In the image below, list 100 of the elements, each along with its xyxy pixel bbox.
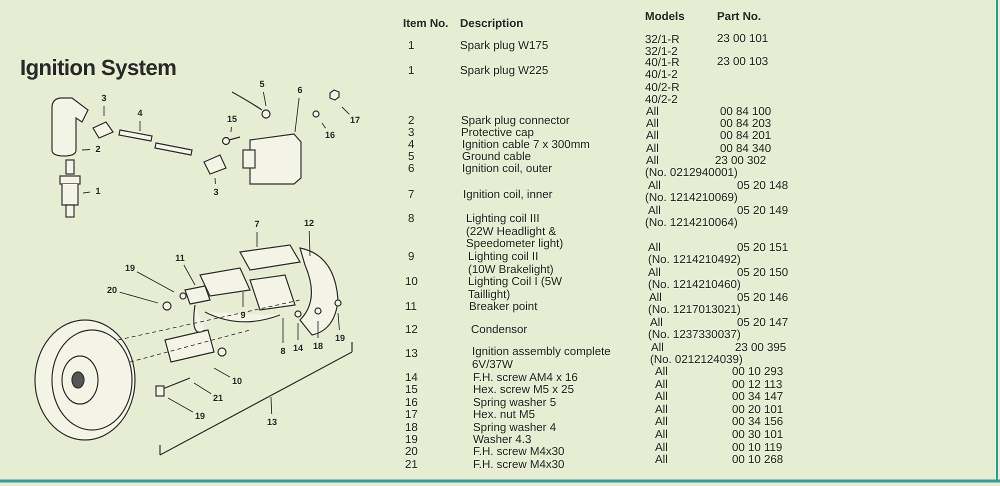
table-cell-text: All (648, 242, 661, 254)
table-cell-text: 00 84 100 (720, 106, 772, 118)
table-cell-text: (No. 1214210460) (648, 279, 741, 292)
table-cell-text: 00 10 119 (732, 442, 782, 454)
table-cell-text: (No. 0212124039) (650, 354, 743, 366)
table-cell-text: 6 (408, 163, 414, 176)
leader-line (230, 126, 232, 132)
table-cell-text: All (655, 429, 668, 442)
table-cell-text: 00 84 203 (720, 118, 772, 130)
table-cell-text: All (648, 267, 661, 280)
table-cell-text: 15 (405, 384, 418, 397)
callout-number: 7 (254, 219, 260, 229)
column-header: Part No. (717, 11, 762, 24)
callout-number: 5 (260, 79, 264, 89)
table-cell-text: All (655, 391, 668, 404)
table-cell-text: 9 (408, 251, 414, 264)
leader-line (168, 398, 194, 413)
table-cell-text: 00 10 268 (732, 454, 784, 467)
table-cell-text: Ignition cable 7 x 300mm (462, 139, 590, 152)
column-header: Item No. (403, 18, 448, 30)
leader-line (338, 312, 340, 330)
table-cell-text: 05 20 149 (737, 205, 788, 218)
table-cell-text: (No. 1214210064) (645, 217, 738, 230)
table-cell-text: Condensor (471, 324, 528, 336)
table-cell-text: 5 (408, 151, 414, 164)
table-cell-text: All (655, 442, 668, 454)
callout-number: 8 (280, 346, 286, 356)
table-cell-text: 40/2-2 (645, 94, 678, 106)
table-cell-text: All (655, 454, 668, 467)
callout-number: 20 (107, 285, 117, 295)
table-cell-text: Lighting coil II (10W Brakelight) (468, 251, 555, 276)
table-cell-text: All (646, 106, 659, 118)
table-cell-text: Washer 4.3 (473, 434, 532, 446)
table-cell-text: 00 12 113 (732, 378, 782, 392)
leader-line (214, 178, 216, 184)
table-cell-text: 2 (408, 115, 414, 128)
callout-number: 1 (96, 186, 100, 196)
table-cell-text: 05 20 147 (737, 317, 788, 330)
table-cell-text: 17 (405, 409, 418, 422)
table-cell-text: (No. 0212940001) (645, 167, 738, 180)
leader-line (183, 264, 196, 286)
callout-number: 19 (125, 263, 135, 273)
callout-number: 2 (96, 144, 100, 154)
table-cell-text: All (650, 317, 663, 330)
table-cell-text: All (646, 130, 659, 142)
table-cell-text: 4 (408, 139, 414, 152)
table-cell-text: All (651, 342, 664, 354)
table-cell-text: 16 (405, 396, 418, 410)
table-cell-text: 05 20 150 (737, 267, 788, 280)
table-cell-text: 8 (408, 213, 414, 226)
callout-number: 13 (267, 417, 277, 427)
table-cell-text: 40/2-R (645, 82, 680, 94)
callout-number: 17 (350, 115, 360, 125)
table-cell-text: Ground cable (462, 151, 532, 164)
callout-number: 14 (293, 343, 303, 353)
table-cell-text: 05 20 146 (737, 292, 788, 304)
table-cell-text: 14 (405, 372, 418, 384)
table-cell-text: All (646, 143, 659, 156)
table-cell-text: 7 (408, 189, 414, 202)
callout-number: 16 (325, 130, 335, 140)
table-cell-text: 1 (408, 40, 414, 52)
leader-line (214, 368, 230, 378)
table-cell-text: Ignition coil, inner (463, 189, 552, 202)
table-cell-text: Ignition assembly complete 6V/37W (472, 346, 612, 371)
table-cell-text: 3 (408, 127, 414, 140)
table-cell-text: 05 20 148 (737, 180, 788, 192)
table-cell-text: 00 10 293 (732, 366, 784, 378)
table-cell-text: Lighting Coil I (5W Taillight) (468, 276, 563, 301)
callout-number: 9 (240, 310, 246, 320)
table-cell-text: All (646, 155, 659, 168)
table-cell-text: All (655, 404, 668, 416)
table-cell-text: Ignition coil, outer (462, 163, 552, 176)
leader-line (294, 97, 300, 132)
table-cell-text: F.H. screw AM4 x 16 (473, 372, 578, 384)
table-cell-text: 13 (405, 348, 418, 360)
callout-number: 6 (298, 85, 302, 95)
table-cell-text: 23 00 101 (717, 33, 768, 46)
title: Ignition System (20, 55, 176, 81)
column-header: Description (460, 18, 524, 30)
leader-line (242, 292, 244, 308)
callout-number: 12 (304, 218, 314, 228)
table-cell-text: 00 84 340 (720, 143, 772, 156)
callout-number: 19 (335, 333, 345, 343)
table-cell-text: Lighting coil III (22W Headlight & Speedometer light) (466, 213, 564, 250)
leader-line (82, 192, 91, 194)
leader-line (342, 106, 350, 115)
leader-line (119, 292, 158, 304)
column-header: Models (645, 11, 685, 24)
table-cell-text: 21 (405, 458, 418, 472)
table-cell-text: Spark plug connector (461, 115, 570, 128)
table-cell-text: 23 00 395 (735, 342, 786, 354)
callout-number: 11 (175, 253, 185, 263)
table-cell-text: 20 (405, 446, 418, 459)
leader-line (282, 318, 284, 344)
callout-number: 19 (195, 411, 205, 421)
table-cell-text: 23 00 302 (715, 155, 766, 168)
table-cell-text: 1 (408, 65, 414, 78)
table-cell-text: 00 34 156 (732, 416, 784, 429)
table-cell-text: Spark plug W225 (460, 65, 548, 78)
leader-line (308, 230, 310, 256)
